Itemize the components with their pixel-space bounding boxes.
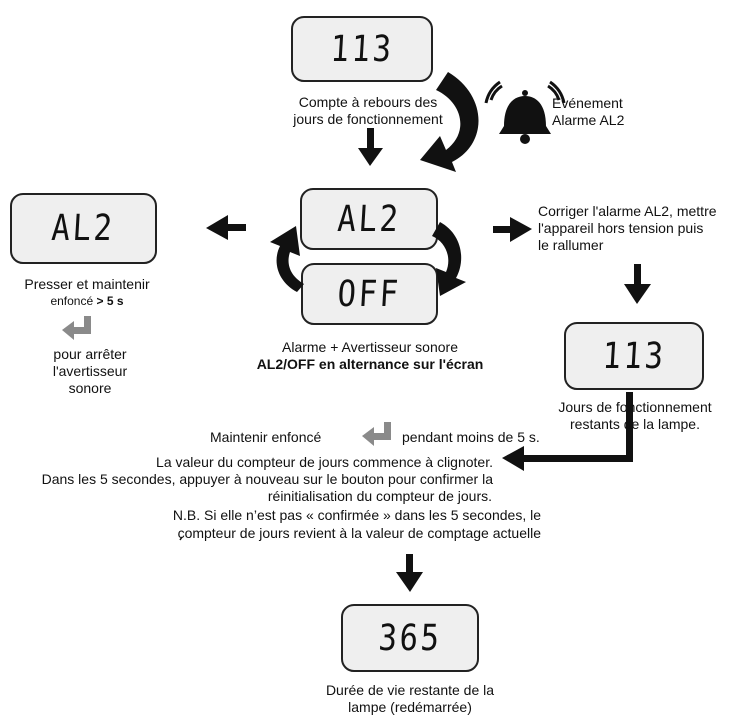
hold-prefix: Maintenir enfoncé — [210, 429, 322, 445]
remaining-line2: restants de la lampe. — [570, 416, 700, 432]
event-line2: Alarme AL2 — [552, 112, 625, 128]
correct-line1: Corriger l'alarme AL2, mettre — [538, 203, 717, 219]
press-line2: enfoncé > 5 s — [14, 293, 160, 310]
stop-line1: pour arrêter — [53, 346, 127, 362]
arrow-right — [493, 217, 532, 242]
stop-label: pour arrêter l'avertisseur sonore — [30, 346, 150, 397]
countdown-label: Compte à rebours des jours de fonctionne… — [283, 94, 453, 128]
remaining-label: Jours de fonctionnement restants de la l… — [554, 399, 716, 433]
display-center-off: OFF — [301, 263, 438, 325]
display-center-alarm: AL2 — [300, 188, 438, 250]
cycle-arrow-right — [432, 222, 466, 296]
return-key-icon — [62, 316, 91, 340]
display-right: 113 — [564, 322, 704, 390]
countdown-line1: Compte à rebours des — [298, 94, 438, 110]
blink-line2: Dans les 5 secondes, appuyer à nouveau s… — [41, 471, 493, 487]
press-label: Presser et maintenir enfoncé > 5 s — [14, 276, 160, 310]
correct-line2: l'appareil hors tension puis — [538, 220, 704, 236]
alarm-label: Alarme + Avertisseur sonore AL2/OFF en a… — [256, 339, 484, 373]
event-label: Événement Alarme AL2 — [552, 95, 624, 129]
hold-suffix: pendant moins de 5 s. — [402, 429, 540, 445]
life-label: Durée de vie restante de la lampe (redém… — [305, 682, 515, 716]
press-line1: Presser et maintenir — [24, 276, 150, 292]
correct-line3: le rallumer — [538, 237, 604, 253]
correct-label: Corriger l'alarme AL2, mettre l'appareil… — [538, 203, 717, 254]
arrow-l-shape — [502, 392, 633, 471]
arrow-left — [206, 215, 246, 240]
nb-line1: N.B. Si elle n’est pas « confirmée » dan… — [172, 507, 541, 523]
stop-line3: sonore — [68, 380, 112, 396]
event-line1: Événement — [552, 95, 623, 111]
remaining-line1: Jours de fonctionnement — [558, 399, 712, 415]
event-curved-arrow — [420, 72, 479, 172]
life-line1: Durée de vie restante de la — [325, 682, 495, 698]
display-top: 113 — [291, 16, 433, 82]
life-line2: lampe (redémarrée) — [348, 699, 472, 715]
blink-line3: réinitialisation du compteur de jours. — [267, 488, 492, 504]
cycle-arrow-left — [270, 226, 304, 292]
display-left: AL2 — [10, 193, 157, 264]
arrow-down-bottom — [396, 554, 423, 592]
display-bottom: 365 — [341, 604, 479, 672]
stop-line2: l'avertisseur — [52, 363, 128, 379]
blink-line1: La valeur du compteur de jours commence … — [156, 454, 493, 470]
countdown-line2: jours de fonctionnement — [293, 111, 443, 127]
press-duration: > 5 s — [96, 294, 124, 308]
arrow-down-right — [624, 264, 651, 304]
alarm-line2: AL2/OFF en alternance sur l'écran — [256, 356, 484, 372]
press-line2-prefix: enfoncé — [50, 294, 94, 308]
stray-mark — [179, 536, 183, 541]
alarm-line1: Alarme + Avertisseur sonore — [282, 339, 458, 355]
alarm-bell-icon — [484, 80, 566, 144]
nb-line2: compteur de jours revient à la valeur de… — [177, 525, 541, 541]
arrow-down-top — [358, 128, 383, 166]
return-key-icon-inline — [362, 422, 391, 446]
